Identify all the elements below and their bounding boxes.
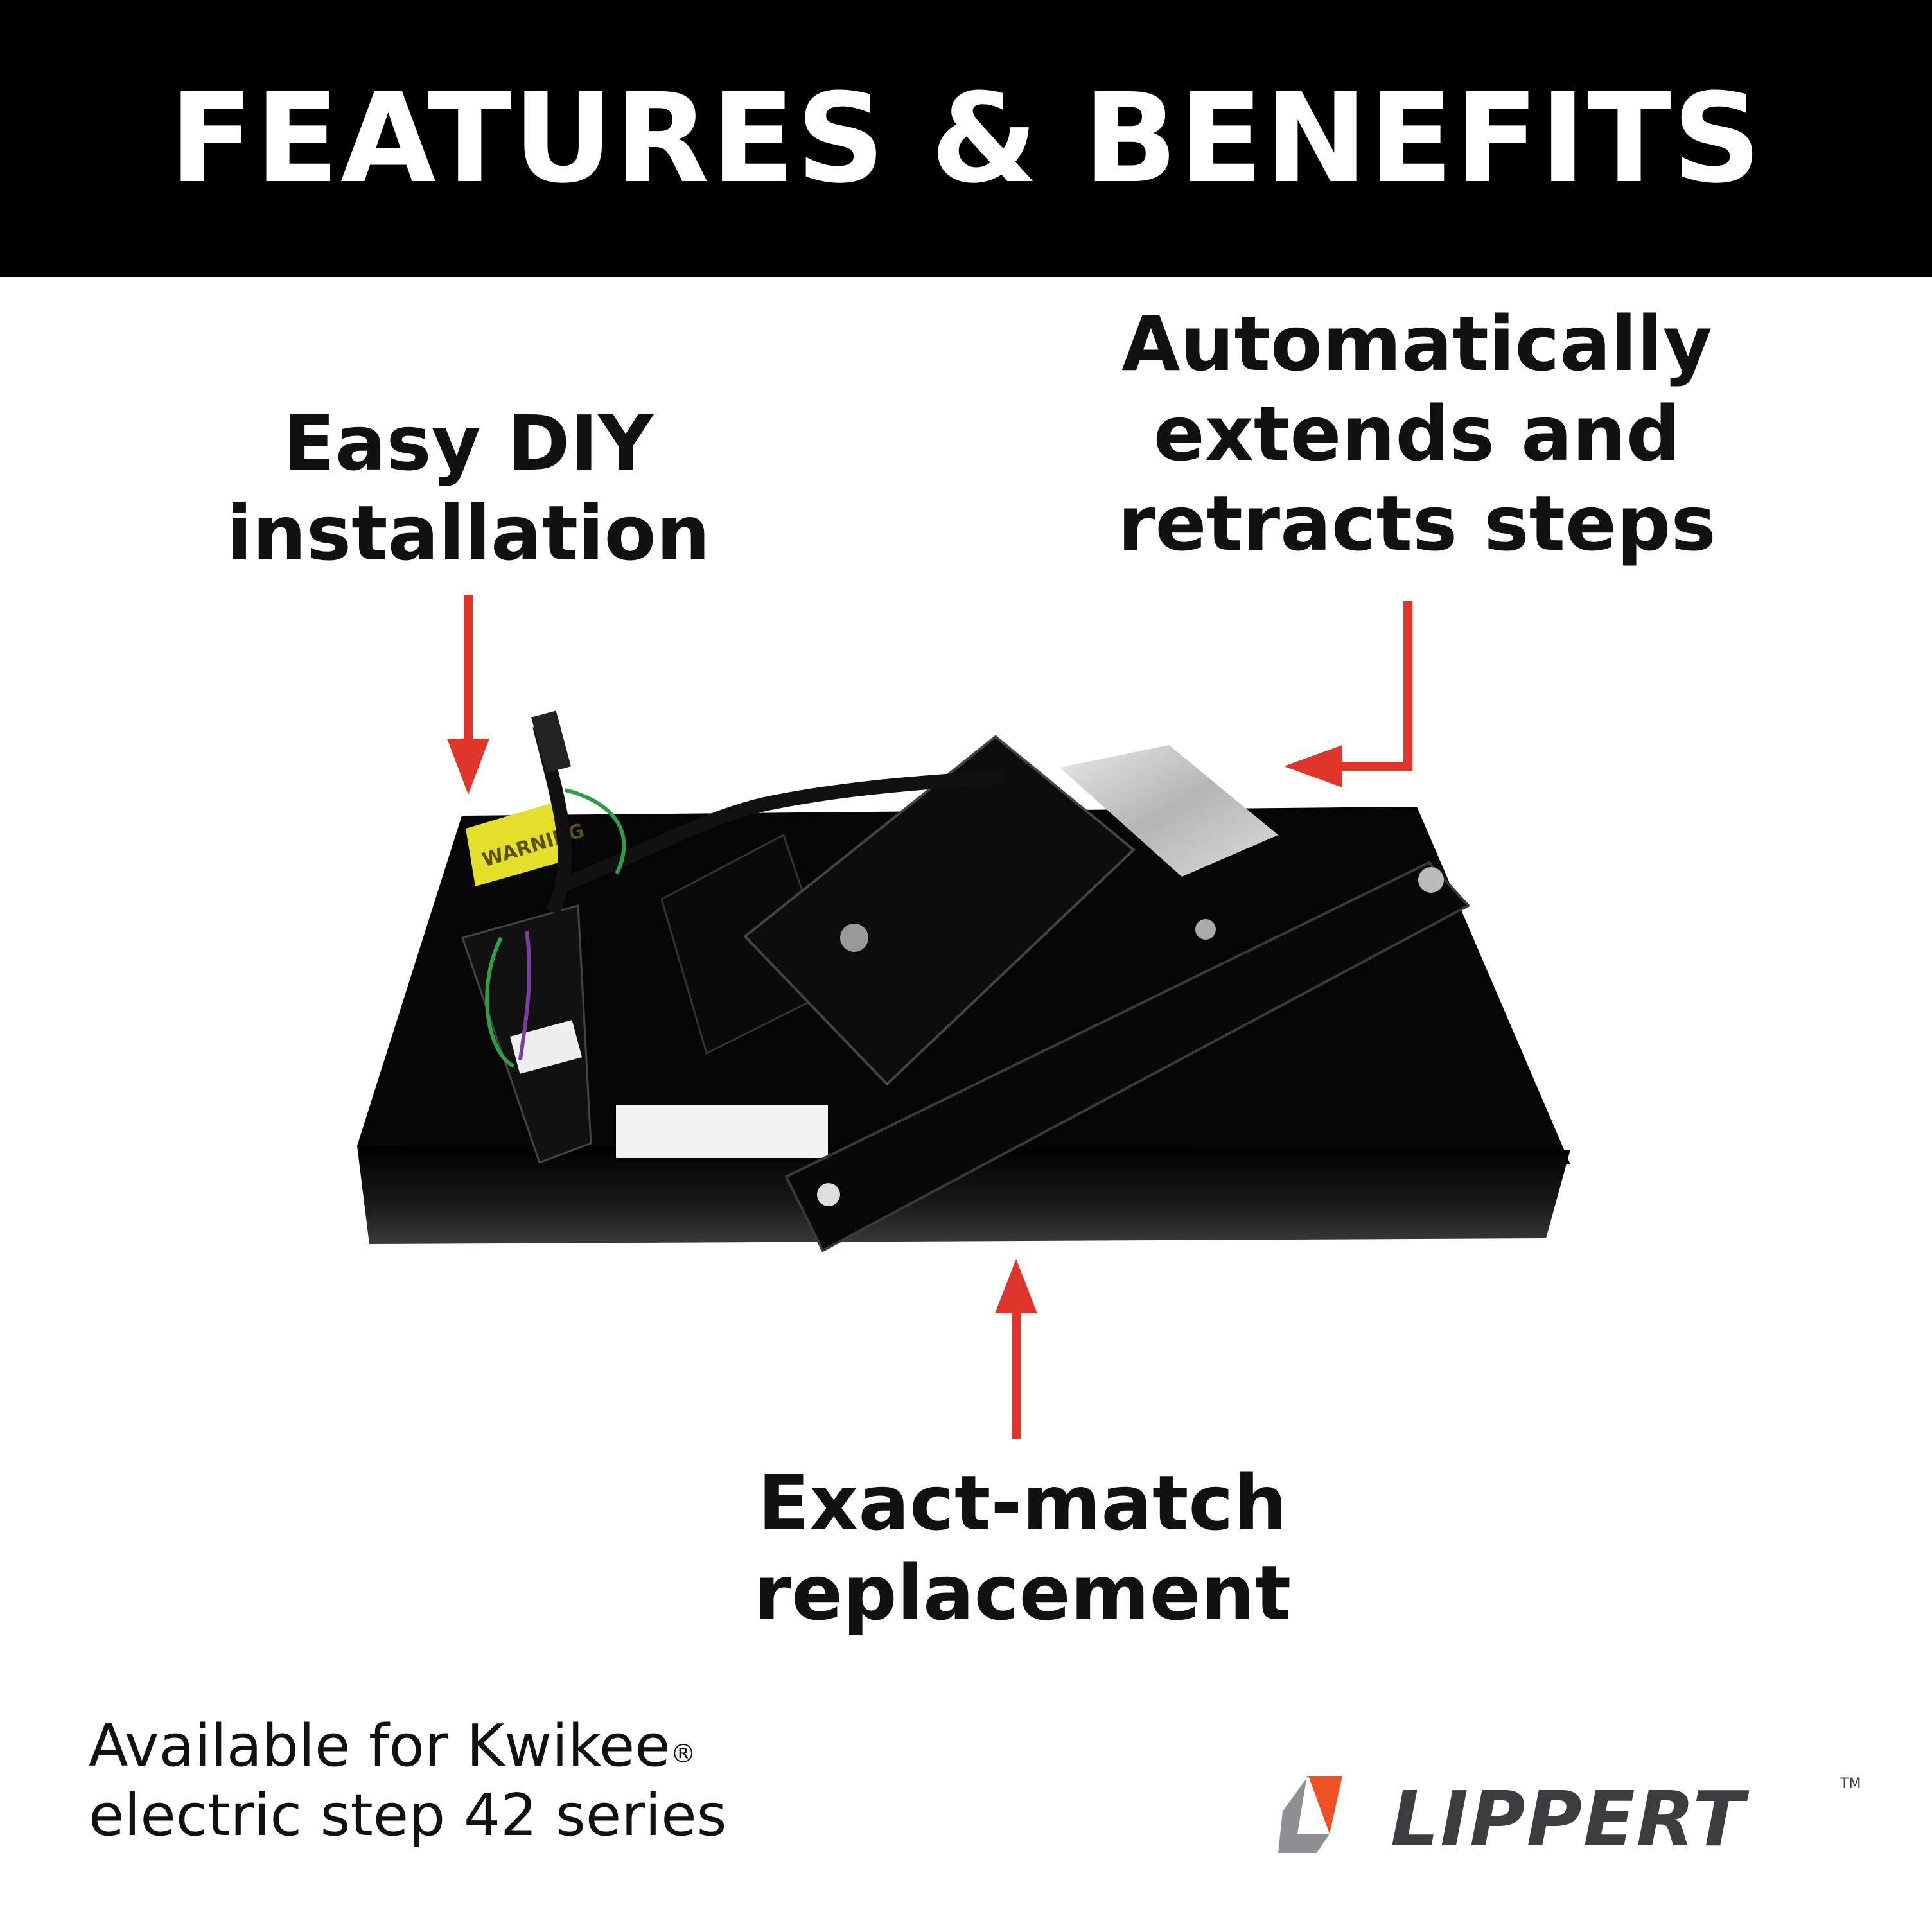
page-title: FEATURES & BENEFITS xyxy=(169,67,1763,211)
footer-line-2: electric step 42 series xyxy=(89,1782,727,1849)
callout-easy-diy: Easy DIY installation xyxy=(211,398,725,578)
motor xyxy=(1060,745,1278,877)
registered-mark: ® xyxy=(670,1739,696,1769)
header-banner: FEATURES & BENEFITS xyxy=(0,0,1932,277)
trademark: TM xyxy=(1840,1776,1861,1792)
callout-line: Exact-match xyxy=(757,1459,1288,1547)
controller-label xyxy=(509,1020,583,1074)
arrow-up-bottom xyxy=(995,1259,1037,1439)
callout-line: Easy DIY xyxy=(283,399,653,487)
connector xyxy=(531,710,571,773)
housing-bolt xyxy=(840,924,868,952)
arrow-down-left xyxy=(447,595,489,795)
availability-note: Available for Kwikee® electric step 42 s… xyxy=(89,1712,727,1850)
arm-hole xyxy=(817,1183,840,1206)
lippert-logo: LIPPERT TM xyxy=(1275,1770,1861,1863)
nut xyxy=(1195,919,1216,940)
callout-exact-match: Exact-match replacement xyxy=(701,1458,1344,1638)
diagonal-arm xyxy=(784,861,1471,1252)
footer-line-1: Available for Kwikee xyxy=(89,1712,671,1780)
warning-tag xyxy=(466,803,565,886)
step-control-box: WARNING xyxy=(357,710,1570,1252)
callout-line: extends and xyxy=(1153,389,1681,478)
callout-auto-extend: Automatically extends and retracts steps xyxy=(1096,299,1738,568)
arm-bolt xyxy=(1418,867,1444,893)
callout-line: retracts steps xyxy=(1118,479,1716,568)
wire-green xyxy=(485,788,626,1068)
callout-line: installation xyxy=(226,489,710,577)
logo-wordmark: LIPPERT xyxy=(1391,1775,1746,1863)
callout-line: replacement xyxy=(753,1549,1292,1637)
logo-mark-icon xyxy=(1278,1776,1342,1853)
box-front xyxy=(357,1146,1570,1244)
box-cutout xyxy=(616,1105,828,1158)
tilted-housing xyxy=(743,735,1136,1086)
arrow-left-right xyxy=(1284,601,1412,787)
callout-arrows xyxy=(447,595,1412,1439)
callout-line: Automatically xyxy=(1121,299,1712,388)
wire-purple xyxy=(518,931,532,1060)
